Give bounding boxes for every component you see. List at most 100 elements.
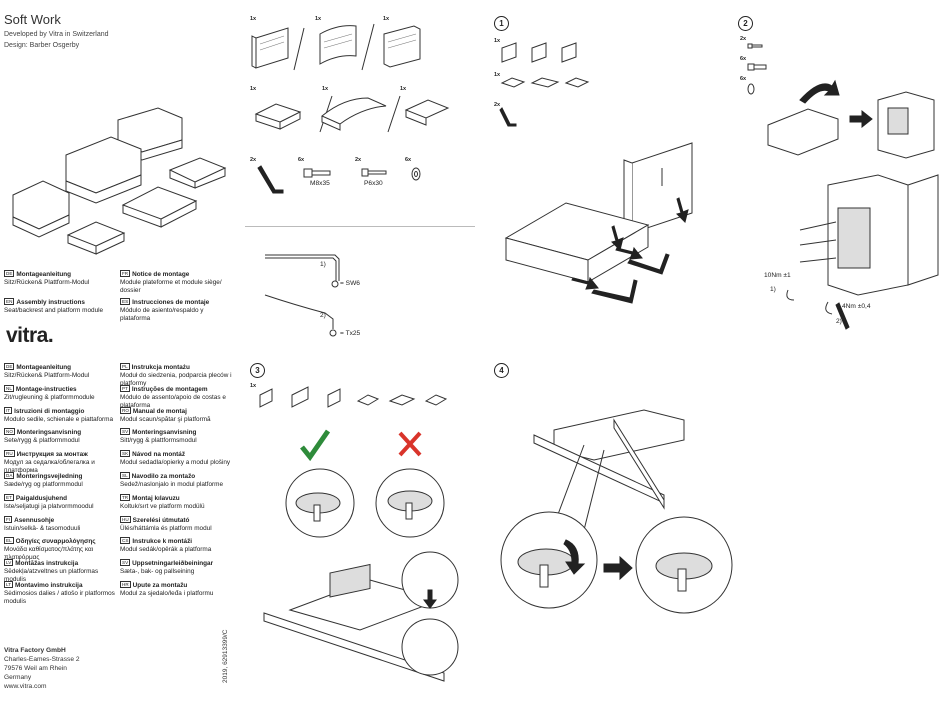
allen-key-icon [627,253,670,275]
checkmark-icon [300,429,331,462]
web-address[interactable]: www.vitra.com [4,683,47,690]
qty-back-2: 1x [315,16,322,22]
rotate-arrow-icon [799,79,840,104]
step-2-number: 2 [738,16,753,31]
back-part-2 [319,25,357,65]
allen-key-icon [499,107,517,127]
washer-icon [411,167,421,181]
torque-2: 4Nm ±0,4 [842,303,871,310]
step-1-qty-tool: 2x [494,102,501,108]
tool-label-2: 2) [320,312,326,319]
step-3-illustration [259,386,459,682]
qty-bolt: 6x [298,157,305,163]
allen-key-icon [835,302,850,330]
company-name: Vitra Factory GmbH [4,647,66,654]
torque-1: 10Nm ±1 [764,272,791,279]
backrest-module-3 [12,180,70,238]
tool-label-1: 1) [320,261,326,268]
backrest-module-2 [65,136,142,204]
developed-line: Developed by Vitra in Switzerland [4,31,109,38]
backrest-large [623,142,693,234]
bolt-icon [303,168,331,178]
seat-part-3 [404,99,450,126]
allen-key-icon [591,279,638,304]
back-part-3 [383,25,421,68]
qty-back-1: 1x [250,16,257,22]
qty-seat-2: 1x [322,86,329,92]
address-block: Vitra Factory GmbH Charles-Eames-Strasse… [4,646,80,691]
step-2-illustration [747,43,939,330]
design-line: Design: Barber Osgerby [4,42,80,49]
step-1-number: 1 [494,16,509,31]
allen-key-sw6 [265,254,340,281]
step-4-number: 4 [494,363,509,378]
detail-screw-bottom [401,618,459,676]
arrow-right-icon [571,276,599,290]
allen-key-tx25 [264,294,334,329]
qty-back-3: 1x [383,16,390,22]
qty-seat-1: 1x [250,86,257,92]
seat-part-2 [321,97,387,131]
qty-washer: 6x [405,157,412,163]
screw-label: P6x30 [364,180,383,187]
arrow-right-icon [615,246,643,260]
address-country: Germany [4,674,32,681]
qty-screw: 2x [355,157,362,163]
seat-module-3 [66,221,126,255]
step-3-number: 3 [250,363,265,378]
tool-tx25-label: = Tx25 [340,330,361,337]
document-reference: 2019, 62913399/C [222,629,229,684]
step-1-qty-seats: 1x [494,72,501,78]
allen-key-icon [257,165,284,194]
qty-seat-3: 1x [400,86,407,92]
divider-tools [245,226,475,227]
torque-label-1: 1) [770,286,776,293]
torque-label-2: 2) [836,318,842,325]
arrow-down-icon [423,589,437,609]
vitra-logo: vitra. [6,324,54,347]
arrow-right-icon [849,109,873,129]
step-2-qty-a: 2x [740,36,747,42]
bolt-icon [747,63,767,71]
step-2-qty-c: 6x [740,76,747,82]
address-street: Charles-Eames-Strasse 2 [4,656,80,663]
step-3-qty: 1x [250,383,257,389]
arrow-right-icon [603,555,633,581]
step-2-qty-b: 6x [740,56,747,62]
step-1-illustration [499,42,693,304]
parts-backrests-seats [251,23,450,133]
tool-sw6-label: = SW6 [340,280,360,287]
sw6-icon [331,280,339,288]
screw-icon [361,168,387,177]
step-4-illustration [500,409,733,614]
seat-part-1 [254,103,302,130]
step-1-qty-backs: 1x [494,38,501,44]
bolt-label: M8x35 [310,180,330,187]
product-title: Soft Work [4,12,61,27]
overview-modules-illustration [12,107,227,255]
screw-icon [747,43,763,49]
seat-module-2 [121,186,198,228]
rail-bar [263,612,445,682]
seat-large [504,202,650,283]
